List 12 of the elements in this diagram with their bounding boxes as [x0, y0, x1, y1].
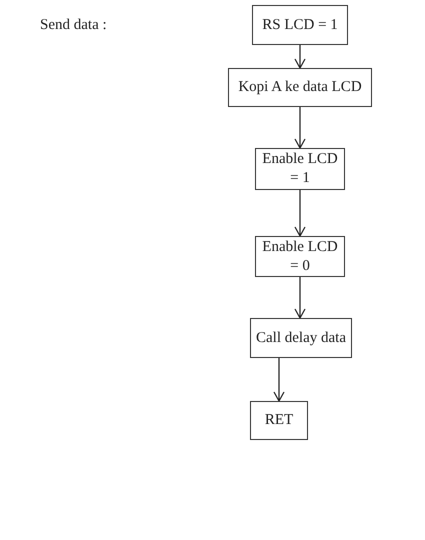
process-box: RET [250, 401, 308, 440]
process-box: RS LCD = 1 [252, 5, 348, 45]
arrow [294, 107, 306, 149]
process-box: Call delay data [250, 318, 352, 358]
arrow [273, 358, 285, 402]
arrow [294, 277, 306, 319]
process-box: Kopi A ke data LCD [228, 68, 372, 107]
process-box: Enable LCD = 1 [255, 148, 345, 190]
arrow [294, 45, 306, 69]
arrow [294, 190, 306, 237]
process-box: Enable LCD = 0 [255, 236, 345, 277]
flow-title-label: Send data : [40, 16, 107, 35]
